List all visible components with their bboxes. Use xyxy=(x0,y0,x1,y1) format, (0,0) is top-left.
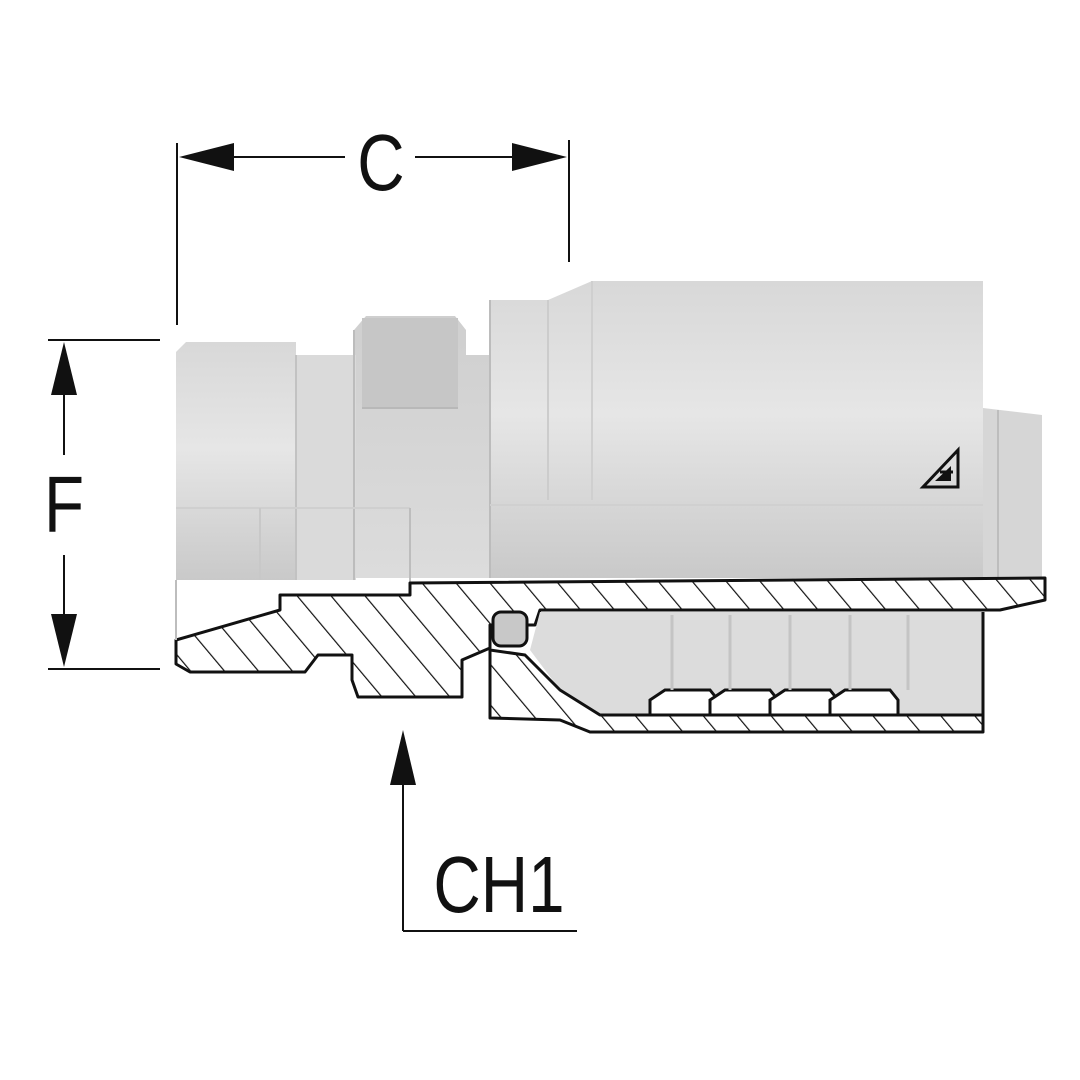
f-label: F xyxy=(44,460,84,550)
ferrule-sleeve xyxy=(490,281,983,578)
triangle-logo-icon xyxy=(919,446,960,489)
f-arrowhead-bottom xyxy=(51,614,77,667)
dimension-c: C xyxy=(176,118,570,325)
c-arrowhead-left xyxy=(179,143,234,171)
dimension-ch1: CH1 xyxy=(390,730,577,932)
c-arrowhead-right xyxy=(512,143,567,171)
c-label: C xyxy=(357,118,404,208)
stem-section xyxy=(174,576,1047,699)
ch1-arrowhead xyxy=(390,730,416,785)
neck xyxy=(296,355,356,580)
dimension-f: F xyxy=(44,339,160,670)
cross-section xyxy=(174,576,1047,734)
fitting-exterior xyxy=(176,281,1042,588)
ch1-label: CH1 xyxy=(433,840,564,930)
front-thread xyxy=(176,342,296,580)
hose-tail xyxy=(983,408,1042,588)
seal-ring xyxy=(491,610,529,648)
f-arrowhead-top xyxy=(51,342,77,395)
